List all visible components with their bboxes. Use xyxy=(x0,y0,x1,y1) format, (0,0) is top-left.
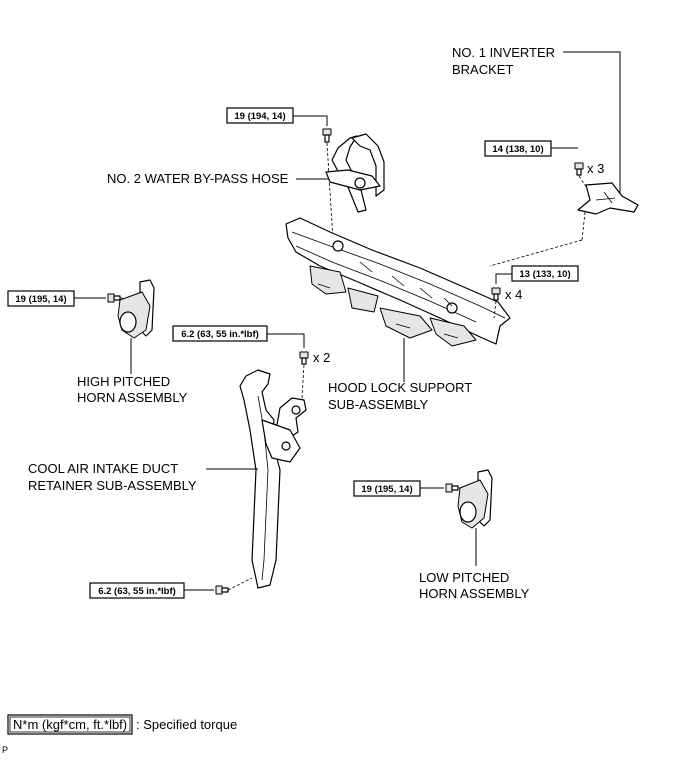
qty-bracket-bolt: x 3 xyxy=(587,161,604,176)
inverter-bracket-part xyxy=(577,182,639,215)
torque-retainer-upper-bolt: 6.2 (63, 55 in.*lbf) xyxy=(181,329,259,340)
label-high-horn-2: HORN ASSEMBLY xyxy=(77,390,188,405)
high-horn-bolt-icon xyxy=(107,293,121,303)
guide-bracket-to-support xyxy=(581,211,586,241)
leader-hose-bolt xyxy=(293,115,328,126)
label-inverter-bracket-1: NO. 1 INVERTER xyxy=(452,45,555,60)
qty-support-bolt: x 4 xyxy=(505,287,522,302)
guide-bracket-bolt xyxy=(578,175,588,189)
hose-bolt-icon xyxy=(322,128,332,143)
low-horn-part xyxy=(457,469,493,529)
torque-retainer-lower-bolt: 6.2 (63, 55 in.*lbf) xyxy=(98,586,176,597)
torque-low-horn-bolt: 19 (195, 14) xyxy=(361,484,412,495)
guide-retainer-upper xyxy=(301,364,305,399)
qty-retainer-upper-bolt: x 2 xyxy=(313,350,330,365)
torque-bracket-bolt: 14 (138, 10) xyxy=(492,144,543,155)
legend-torque-box-inner xyxy=(9,716,131,733)
label-hood-lock-1: HOOD LOCK SUPPORT xyxy=(328,380,472,395)
label-low-horn-1: LOW PITCHED xyxy=(419,570,509,585)
support-bolt-icon xyxy=(491,287,501,301)
guide-hose-bolt xyxy=(326,142,334,241)
duct-retainer-part xyxy=(239,369,307,589)
legend-unit: N*m (kgf*cm, ft.*lbf) xyxy=(13,717,127,732)
guide-bracket-to-support-2 xyxy=(489,239,583,267)
hood-lock-support-part xyxy=(285,217,511,347)
leader-support-bolt xyxy=(495,273,512,284)
label-hood-lock-2: SUB-ASSEMBLY xyxy=(328,397,429,412)
bracket-bolt-icon xyxy=(574,162,584,176)
torque-support-bolt: 13 (133, 10) xyxy=(519,269,570,280)
label-duct-retainer-1: COOL AIR INTAKE DUCT xyxy=(28,461,178,476)
legend-torque-box xyxy=(7,714,133,735)
retainer-upper-bolt-icon xyxy=(299,351,309,365)
guide-support-bolt xyxy=(493,300,497,319)
leader-retainer-upper xyxy=(267,333,305,348)
corner-mark: P xyxy=(2,745,8,755)
leader-inverter-bracket xyxy=(563,51,621,200)
water-hose-part xyxy=(325,133,385,213)
guide-retainer-lower xyxy=(227,577,253,591)
torque-high-horn-bolt: 19 (195, 14) xyxy=(15,294,66,305)
label-duct-retainer-2: RETAINER SUB-ASSEMBLY xyxy=(28,478,197,493)
label-water-hose: NO. 2 WATER BY-PASS HOSE xyxy=(107,171,289,186)
label-inverter-bracket-2: BRACKET xyxy=(452,62,513,77)
high-horn-part xyxy=(117,279,155,339)
low-horn-bolt-icon xyxy=(445,483,459,493)
label-high-horn-1: HIGH PITCHED xyxy=(77,374,170,389)
legend-description: : Specified torque xyxy=(136,717,237,732)
label-low-horn-2: HORN ASSEMBLY xyxy=(419,586,530,601)
torque-hose-bolt: 19 (194, 14) xyxy=(234,111,285,122)
retainer-lower-bolt-icon xyxy=(215,585,229,595)
